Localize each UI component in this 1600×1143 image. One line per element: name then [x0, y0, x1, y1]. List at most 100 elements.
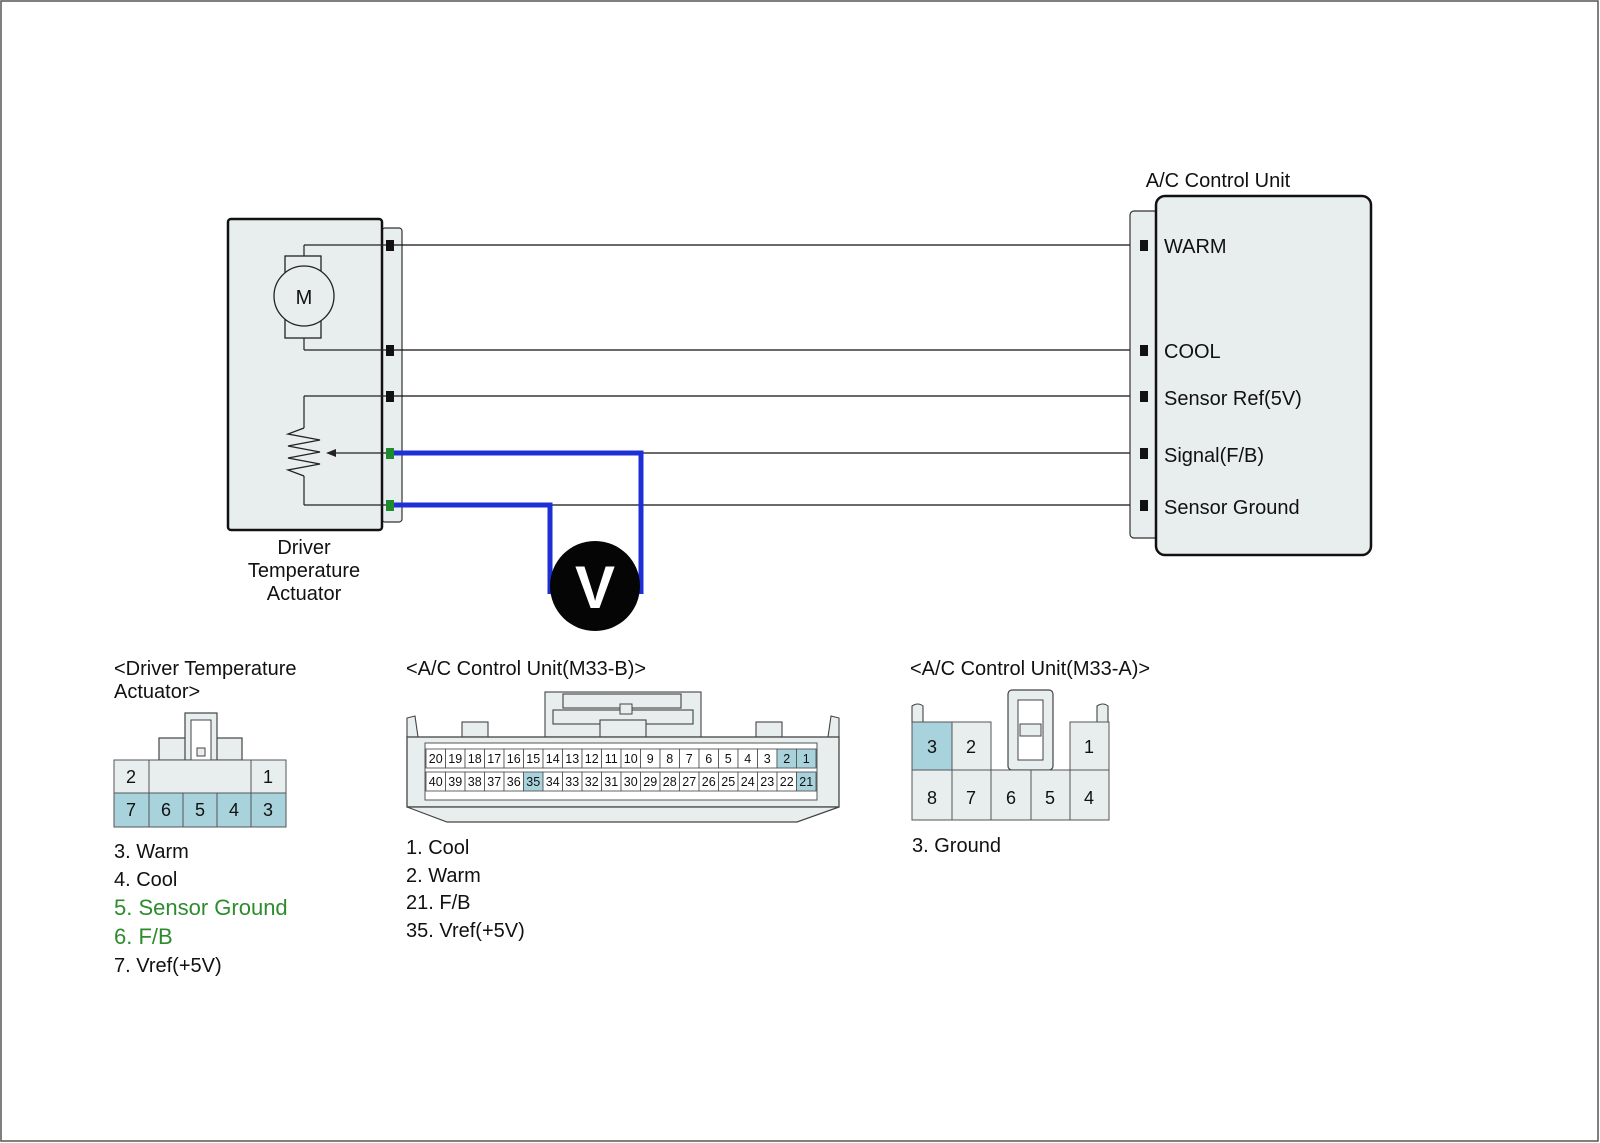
m33b-legend-item: 2. Warm: [406, 865, 481, 887]
connector-m33b-title: <A/C Control Unit(M33-B)>: [406, 658, 646, 680]
m33b-pin-15: 15: [526, 752, 540, 766]
terminal-ground-green: [386, 500, 394, 511]
m33b-pin-28: 28: [663, 775, 677, 789]
terminal: [386, 345, 394, 356]
m33b-pin-10: 10: [624, 752, 638, 766]
m33b-pin-8: 8: [666, 752, 673, 766]
m33b-pin-14: 14: [546, 752, 560, 766]
m33a-pin-2: 2: [966, 737, 976, 757]
m33a-legend-item: 3. Ground: [912, 835, 1001, 857]
m33b-legend-item: 35. Vref(+5V): [406, 920, 525, 942]
m33b-pin-1: 1: [803, 752, 810, 766]
terminal: [386, 240, 394, 251]
actuator-caption-line2: Temperature: [248, 560, 360, 582]
actuator-legend-item-highlight: 6. F/B: [114, 924, 173, 949]
m33b-pin-33: 33: [565, 775, 579, 789]
m33b-pin-35: 35: [526, 775, 540, 789]
potentiometer-icon: [285, 395, 390, 506]
m33b-pin-29: 29: [643, 775, 657, 789]
pin-label-sensor-ground: Sensor Ground: [1164, 497, 1300, 519]
m33b-legend-item: 1. Cool: [406, 837, 469, 859]
actuator-pin-5: 5: [195, 800, 205, 820]
actuator-caption-line3: Actuator: [267, 583, 342, 605]
driver-temperature-actuator: M Driver Temperature Actuator: [226, 217, 403, 605]
probe-lead-negative: [394, 502, 553, 594]
actuator-body: [226, 217, 384, 532]
m33a-pin-4: 4: [1084, 788, 1094, 808]
m33b-pin-27: 27: [682, 775, 696, 789]
m33b-legend-item: 21. F/B: [406, 892, 470, 914]
m33a-pin-6: 6: [1006, 788, 1016, 808]
actuator-pin-7: 7: [126, 800, 136, 820]
m33b-pin-3: 3: [764, 752, 771, 766]
terminal: [1140, 500, 1148, 511]
actuator-connector-strip: [381, 227, 403, 523]
m33b-pin-31: 31: [604, 775, 618, 789]
m33b-pin-cell: [796, 748, 817, 769]
actuator-pin-1: 1: [263, 767, 273, 787]
pin-label-warm: WARM: [1164, 236, 1227, 258]
probe-lead-positive: [394, 450, 644, 594]
actuator-pin-4: 4: [229, 800, 239, 820]
m33b-pin-36: 36: [507, 775, 521, 789]
connector-actuator: <Driver Temperature Actuator> 2 1 7 6 5 …: [113, 658, 296, 977]
voltmeter-label: V: [575, 554, 615, 621]
m33b-pin-25: 25: [721, 775, 735, 789]
m33b-pin-32: 32: [585, 775, 599, 789]
connector-actuator-title-line2: Actuator>: [114, 681, 200, 703]
actuator-pin-6: 6: [161, 800, 171, 820]
control-unit-title: A/C Control Unit: [1146, 170, 1291, 192]
m33b-pin-21: 21: [799, 775, 813, 789]
motor-icon: M: [273, 244, 390, 351]
m33b-pin-38: 38: [468, 775, 482, 789]
actuator-caption-line1: Driver: [277, 537, 331, 559]
control-unit-body: [1154, 194, 1373, 557]
m33b-pin-9: 9: [647, 752, 654, 766]
m33b-pin-23: 23: [760, 775, 774, 789]
m33b-pin-37: 37: [487, 775, 501, 789]
terminal: [386, 391, 394, 402]
connector-m33a-title: <A/C Control Unit(M33-A)>: [910, 658, 1150, 680]
m33b-pin-5: 5: [725, 752, 732, 766]
m33b-pin-24: 24: [741, 775, 755, 789]
m33a-pin-3: 3: [927, 737, 937, 757]
terminal: [1140, 345, 1148, 356]
m33b-pin-17: 17: [487, 752, 501, 766]
m33b-pin-13: 13: [565, 752, 579, 766]
actuator-pin-3: 3: [263, 800, 273, 820]
voltmeter-probes: V: [394, 450, 644, 631]
m33b-pin-12: 12: [585, 752, 599, 766]
m33b-pin-40: 40: [429, 775, 443, 789]
m33b-pin-19: 19: [448, 752, 462, 766]
ac-control-unit: A/C Control Unit WARM COOL Sensor Ref(5V…: [1129, 170, 1373, 557]
actuator-legend-item: 3. Warm: [114, 841, 189, 863]
terminal: [1140, 240, 1148, 251]
m33b-pin-7: 7: [686, 752, 693, 766]
wires: [394, 244, 1140, 506]
actuator-legend-item: 7. Vref(+5V): [114, 955, 222, 977]
m33a-pin-8: 8: [927, 788, 937, 808]
actuator-pin-2: 2: [126, 767, 136, 787]
control-unit-connector-strip: [1129, 210, 1159, 539]
m33a-pin-5: 5: [1045, 788, 1055, 808]
terminal: [1140, 391, 1148, 402]
voltmeter-icon: [550, 541, 640, 631]
m33b-pin-16: 16: [507, 752, 521, 766]
m33b-pin-cell: [796, 771, 817, 792]
actuator-legend-item: 4. Cool: [114, 869, 177, 891]
m33a-pin-7: 7: [966, 788, 976, 808]
m33b-pin-18: 18: [468, 752, 482, 766]
m33b-pin-26: 26: [702, 775, 716, 789]
m33b-pin-20: 20: [429, 752, 443, 766]
terminal: [1140, 448, 1148, 459]
m33b-pin-2: 2: [783, 752, 790, 766]
connector-m33a: <A/C Control Unit(M33-A)> 3 2 1 8 7 6 5 …: [910, 658, 1150, 857]
m33b-pin-34: 34: [546, 775, 560, 789]
connector-actuator-title-line1: <Driver Temperature: [114, 658, 296, 680]
pin-label-signal: Signal(F/B): [1164, 445, 1264, 467]
